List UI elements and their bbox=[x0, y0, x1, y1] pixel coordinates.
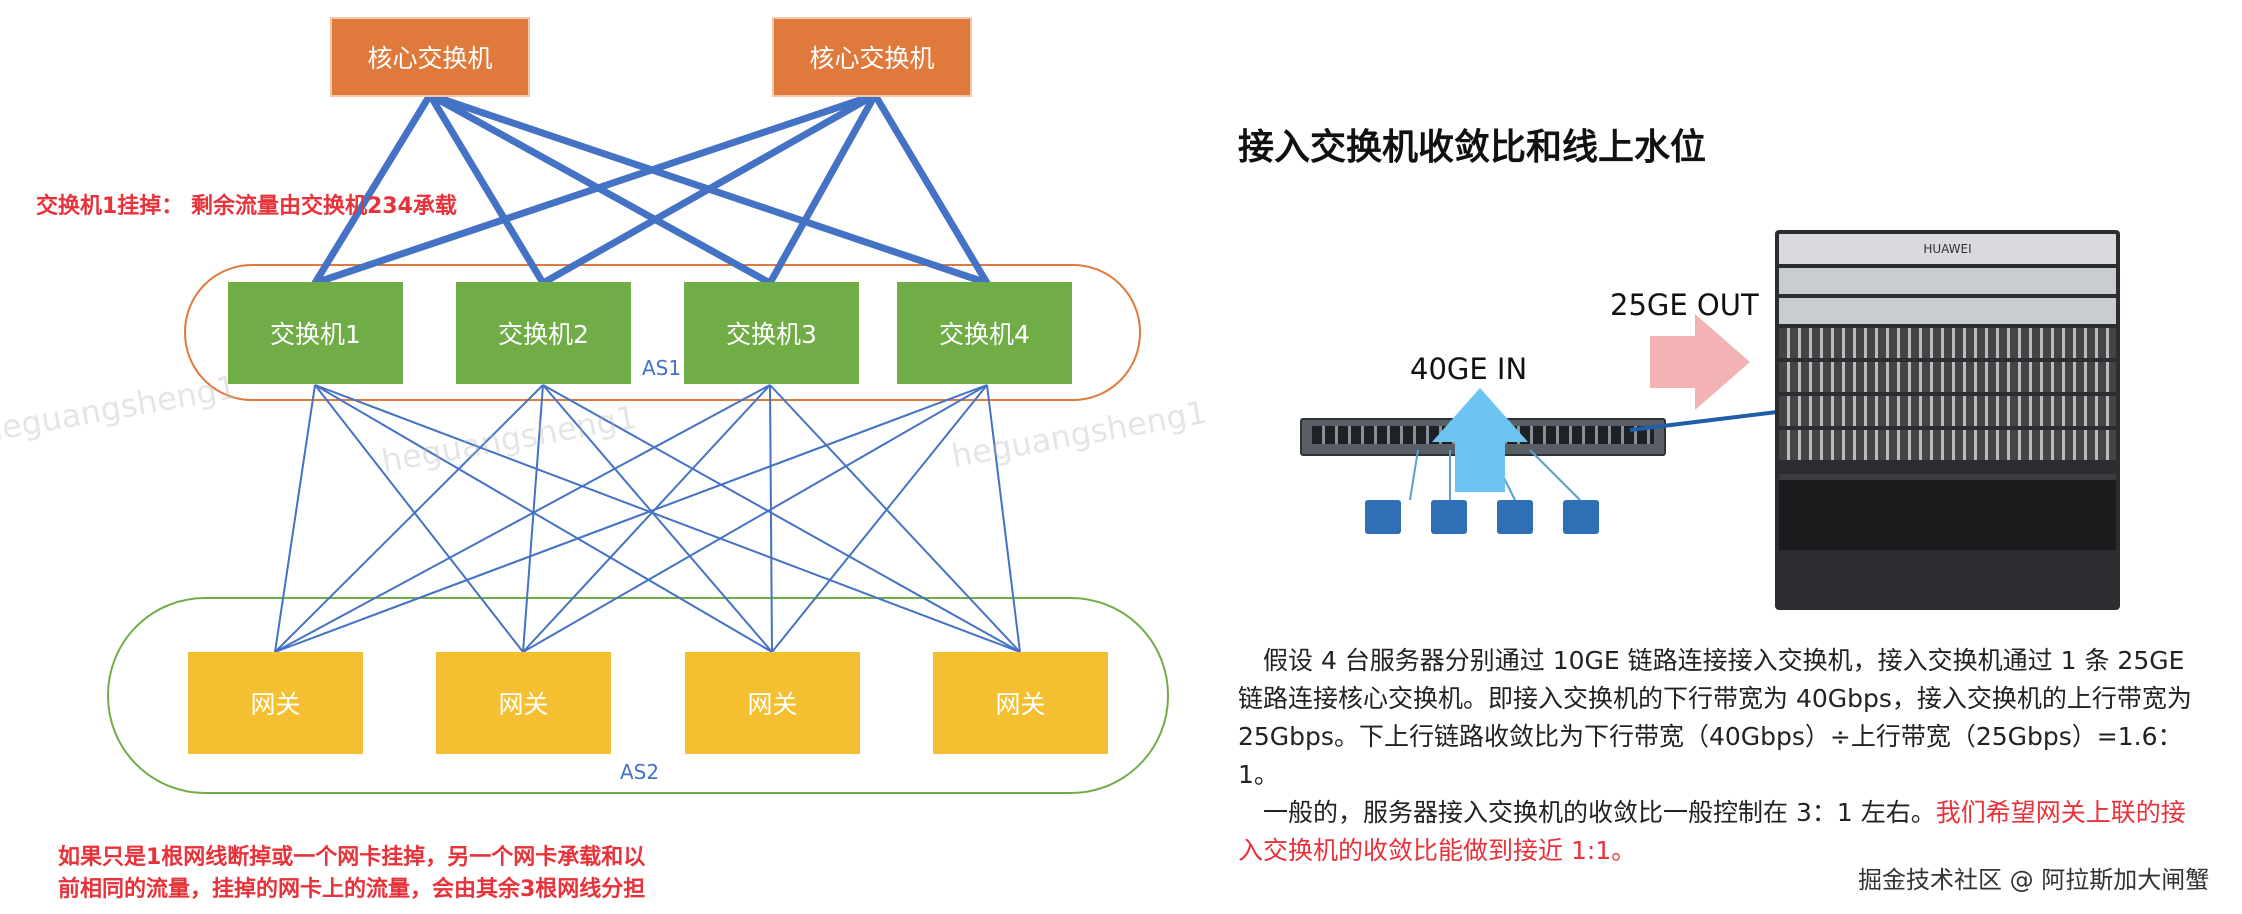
gateway-4: 网关 bbox=[933, 652, 1108, 754]
chassis-linecard bbox=[1779, 430, 2116, 460]
as1-container bbox=[184, 264, 1141, 401]
nic-failure-note-line1: 如果只是1根网线断掉或一个网卡挂掉，另一个网卡承载和以 bbox=[58, 845, 646, 870]
access-switch-4: 交换机4 bbox=[897, 282, 1072, 384]
chassis-linecard bbox=[1779, 362, 2116, 392]
label-25ge-out: 25GE OUT bbox=[1610, 288, 1759, 322]
nic-failure-note-line2: 前相同的流量，挂掉的网卡上的流量，会由其余3根网线分担 bbox=[58, 877, 646, 902]
paragraph-1: 假设 4 台服务器分别通过 10GE 链路连接接入交换机，接入交换机通过 1 条… bbox=[1238, 646, 2192, 789]
core-switch-2: 核心交换机 bbox=[772, 17, 972, 97]
server-icon bbox=[1365, 500, 1401, 534]
page-title: 接入交换机收敛比和线上水位 bbox=[1238, 127, 1707, 168]
as1-label: AS1 bbox=[642, 356, 682, 380]
arrow-up-icon bbox=[1432, 388, 1528, 492]
traffic-overlay bbox=[1409, 314, 1811, 501]
as2-label: AS2 bbox=[620, 760, 660, 784]
core-uplinks bbox=[311, 91, 991, 287]
paragraph-2: 一般的，服务器接入交换机的收敛比一般控制在 3：1 左右。我们希望网关上联的接入… bbox=[1238, 794, 2198, 870]
chassis-slot bbox=[1779, 298, 2116, 324]
gateway-links bbox=[274, 384, 1021, 653]
network-links bbox=[107, 91, 1169, 794]
gateway-3: 网关 bbox=[685, 652, 860, 754]
label-40ge-in: 40GE IN bbox=[1410, 352, 1528, 386]
explanation-text: 假设 4 台服务器分别通过 10GE 链路连接接入交换机，接入交换机通过 1 条… bbox=[1238, 642, 2198, 870]
chassis-linecard bbox=[1779, 396, 2116, 426]
as2-container bbox=[107, 597, 1169, 794]
server-icon bbox=[1563, 500, 1599, 534]
switch-failure-note: 交换机1挂掉： 剩余流量由交换机234承载 bbox=[36, 194, 457, 219]
gateway-2: 网关 bbox=[436, 652, 611, 754]
nic-failure-note: 如果只是1根网线断掉或一个网卡挂掉，另一个网卡承载和以 前相同的流量，挂掉的网卡… bbox=[58, 842, 645, 906]
chassis-brand: HUAWEI bbox=[1779, 234, 2116, 264]
core-chassis-device: HUAWEI bbox=[1775, 230, 2120, 610]
arrow-right-icon bbox=[1650, 314, 1750, 410]
core-switch-1: 核心交换机 bbox=[330, 17, 530, 97]
server-icon bbox=[1431, 500, 1467, 534]
paragraph-2-normal: 一般的，服务器接入交换机的收敛比一般控制在 3：1 左右。 bbox=[1263, 798, 1936, 827]
footer-credit: 掘金技术社区 @ 阿拉斯加大闸蟹 bbox=[1858, 866, 2210, 894]
access-switch-3: 交换机3 bbox=[684, 282, 859, 384]
gateway-1: 网关 bbox=[188, 652, 363, 754]
chassis-slot bbox=[1779, 268, 2116, 294]
chassis-fan-tray bbox=[1779, 474, 2116, 550]
paragraph-2-highlight: 我们希望网关上联的接入交换机的收敛比能做到接近 1:1。 bbox=[1238, 798, 2186, 865]
chassis-linecard bbox=[1779, 328, 2116, 358]
access-switch-2: 交换机2 bbox=[456, 282, 631, 384]
server-icon bbox=[1497, 500, 1533, 534]
access-switch-1: 交换机1 bbox=[228, 282, 403, 384]
